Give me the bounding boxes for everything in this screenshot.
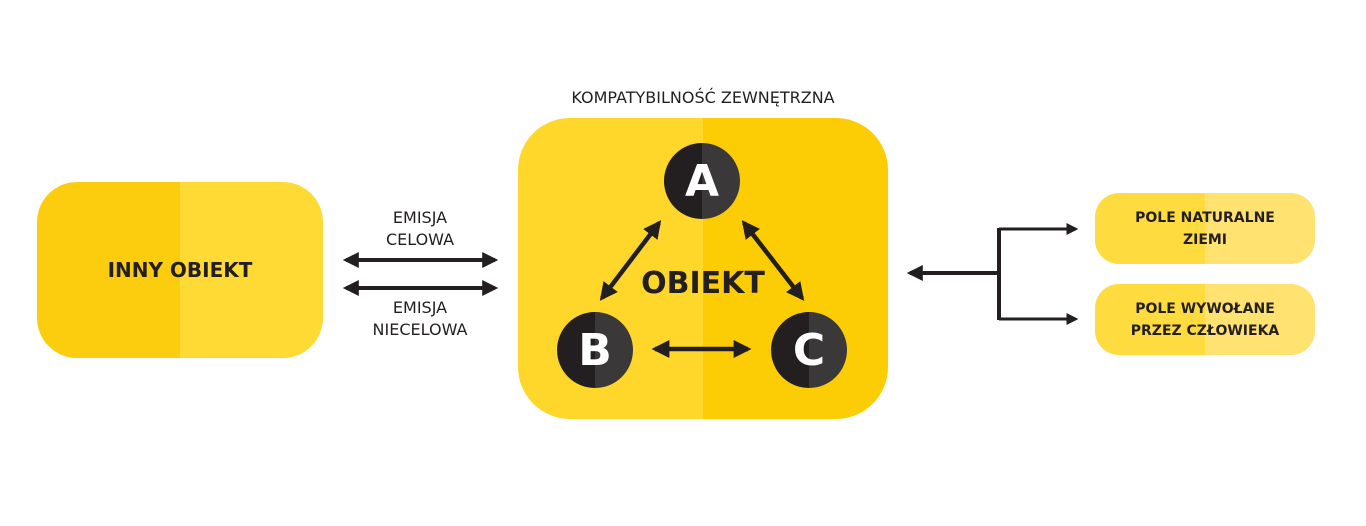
node-c: C — [771, 312, 847, 388]
node-b-label: B — [578, 324, 612, 376]
intentional-emission-line1: EMISJA — [392, 208, 448, 227]
human-field-box: POLE WYWOŁANE PRZEZ CZŁOWIEKA — [1095, 284, 1315, 355]
unintentional-emission-line1: EMISJA — [392, 298, 448, 317]
node-a: A — [664, 143, 740, 219]
arrow-a-c — [741, 220, 805, 301]
arrow-a-b — [599, 220, 662, 301]
object-label: OBIEKT — [641, 266, 765, 301]
human-field-line1: POLE WYWOŁANE — [1135, 300, 1275, 317]
unintentional-emission-label: EMISJA NIECELOWA — [340, 297, 500, 341]
other-object-box: INNY OBIEKT — [37, 182, 323, 358]
natural-field-label: POLE NATURALNE ZIEMI — [1095, 193, 1315, 264]
natural-field-line2: ZIEMI — [1182, 231, 1228, 248]
node-c-label: C — [792, 324, 826, 376]
human-field-label: POLE WYWOŁANE PRZEZ CZŁOWIEKA — [1095, 284, 1315, 355]
natural-field-line1: POLE NATURALNE — [1135, 209, 1275, 226]
node-b: B — [557, 312, 633, 388]
intentional-emission-line2: CELOWA — [385, 230, 455, 249]
node-a-label: A — [684, 155, 720, 207]
diagram-title: KOMPATYBILNOŚĆ ZEWNĘTRZNA — [571, 88, 835, 107]
other-object-label: INNY OBIEKT — [107, 258, 253, 282]
human-field-line2: PRZEZ CZŁOWIEKA — [1130, 322, 1280, 339]
natural-field-box: POLE NATURALNE ZIEMI — [1095, 193, 1315, 264]
intentional-emission-label: EMISJA CELOWA — [340, 207, 500, 251]
unintentional-emission-line2: NIECELOWA — [372, 320, 468, 339]
